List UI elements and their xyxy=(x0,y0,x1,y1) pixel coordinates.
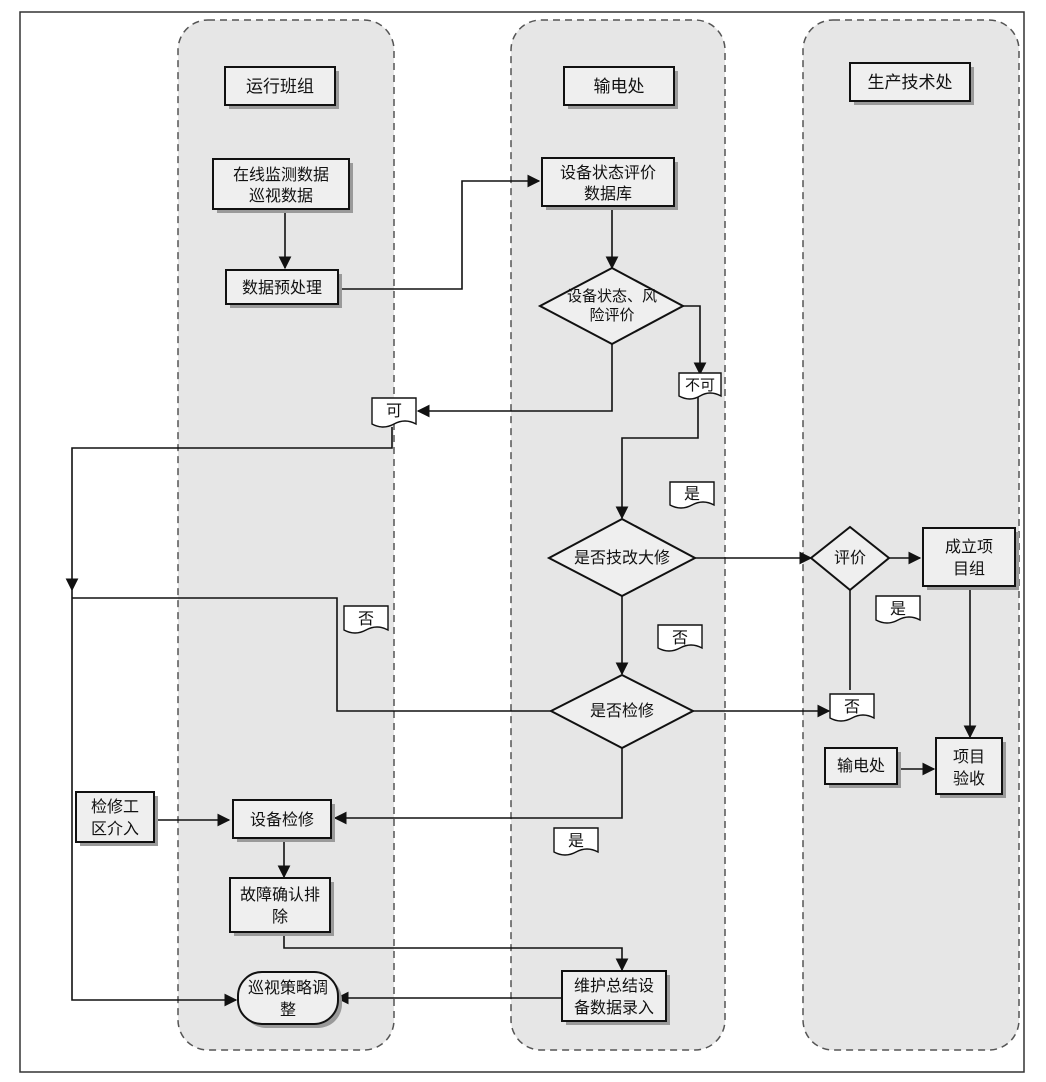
label-yes-overhaul: 是 xyxy=(669,481,715,509)
svg-text:维护总结设: 维护总结设 xyxy=(574,976,654,995)
node-overhaul-decision: 是否技改大修 xyxy=(546,517,698,598)
svg-text:数据库: 数据库 xyxy=(584,184,632,203)
svg-text:险评价: 险评价 xyxy=(589,306,634,324)
svg-text:数据预处理: 数据预处理 xyxy=(242,278,322,297)
svg-text:成立项: 成立项 xyxy=(945,537,993,556)
label-not-ok: 不可 xyxy=(678,372,722,400)
svg-text:是: 是 xyxy=(684,484,700,503)
svg-text:巡视策略调: 巡视策略调 xyxy=(248,978,328,997)
edge-risk-notok xyxy=(683,305,707,376)
svg-text:区介入: 区介入 xyxy=(91,819,139,838)
svg-text:运行班组: 运行班组 xyxy=(246,77,314,97)
node-preprocess: 数据预处理 xyxy=(225,269,342,308)
edges xyxy=(65,174,977,1007)
svg-text:检修工: 检修工 xyxy=(91,797,139,816)
node-transmission-office: 输电处 xyxy=(824,747,901,788)
label-no-left: 否 xyxy=(343,605,389,634)
node-monitoring-data: 在线监测数据 巡视数据 xyxy=(212,158,353,213)
lane-header-transmission: 输电处 xyxy=(563,66,678,109)
svg-text:巡视数据: 巡视数据 xyxy=(249,186,313,205)
svg-text:是: 是 xyxy=(568,831,584,850)
outer-frame xyxy=(19,11,1025,1073)
svg-text:是否检修: 是否检修 xyxy=(590,701,654,720)
edge-risk-ok xyxy=(416,343,613,418)
label-no-inspect: 否 xyxy=(657,624,703,652)
node-state-db: 设备状态评价 数据库 xyxy=(541,157,678,210)
edge-inspect-no-left xyxy=(72,597,553,712)
edge-preprocess-db xyxy=(340,174,541,290)
svg-text:项目: 项目 xyxy=(953,747,985,766)
label-yes-project: 是 xyxy=(875,595,921,624)
svg-text:整: 整 xyxy=(280,1000,296,1019)
svg-text:是: 是 xyxy=(890,599,906,618)
svg-text:备数据录入: 备数据录入 xyxy=(574,998,654,1017)
node-project-team: 成立项 目组 xyxy=(922,527,1019,590)
svg-text:否: 否 xyxy=(358,609,374,628)
svg-text:可: 可 xyxy=(386,401,402,420)
label-no-eval: 否 xyxy=(829,693,875,722)
svg-text:除: 除 xyxy=(272,907,288,926)
node-summary-entry: 维护总结设 备数据录入 xyxy=(561,970,670,1025)
node-patrol-adjust: 巡视策略调 整 xyxy=(237,971,342,1028)
node-fault-fix: 故障确认排 除 xyxy=(229,877,334,936)
svg-text:否: 否 xyxy=(844,697,860,716)
node-equipment-repair: 设备检修 xyxy=(232,799,335,842)
node-evaluate: 评价 xyxy=(809,525,891,592)
svg-text:在线监测数据: 在线监测数据 xyxy=(233,165,329,184)
svg-text:不可: 不可 xyxy=(685,376,715,394)
lane-header-production: 生产技术处 xyxy=(849,62,974,105)
node-area-intervene: 检修工 区介入 xyxy=(75,791,158,846)
lane-header-operations: 运行班组 xyxy=(224,66,339,109)
svg-text:设备状态、风: 设备状态、风 xyxy=(567,287,657,305)
edge-inspect-repair xyxy=(333,748,623,825)
node-inspect-decision: 是否检修 xyxy=(548,673,696,750)
node-risk-eval: 设备状态、风 险评价 xyxy=(537,266,686,346)
edge-left-patrol xyxy=(71,590,238,1007)
node-acceptance: 项目 验收 xyxy=(935,737,1006,798)
edge-notok-overhaul xyxy=(615,397,699,520)
edge-fault-summary xyxy=(283,933,629,972)
svg-text:输电处: 输电处 xyxy=(837,756,885,775)
svg-text:设备检修: 设备检修 xyxy=(250,810,314,829)
label-ok: 可 xyxy=(371,397,417,428)
svg-text:生产技术处: 生产技术处 xyxy=(868,73,953,93)
svg-text:设备状态评价: 设备状态评价 xyxy=(560,163,656,182)
svg-text:故障确认排: 故障确认排 xyxy=(240,885,320,904)
svg-text:输电处: 输电处 xyxy=(594,77,645,97)
label-yes-repair: 是 xyxy=(553,827,599,856)
edge-ok-left xyxy=(65,427,393,592)
svg-text:是否技改大修: 是否技改大修 xyxy=(574,548,670,567)
svg-text:目组: 目组 xyxy=(953,559,985,578)
svg-text:否: 否 xyxy=(672,628,688,647)
svg-text:验收: 验收 xyxy=(953,769,985,788)
svg-text:评价: 评价 xyxy=(834,548,866,567)
